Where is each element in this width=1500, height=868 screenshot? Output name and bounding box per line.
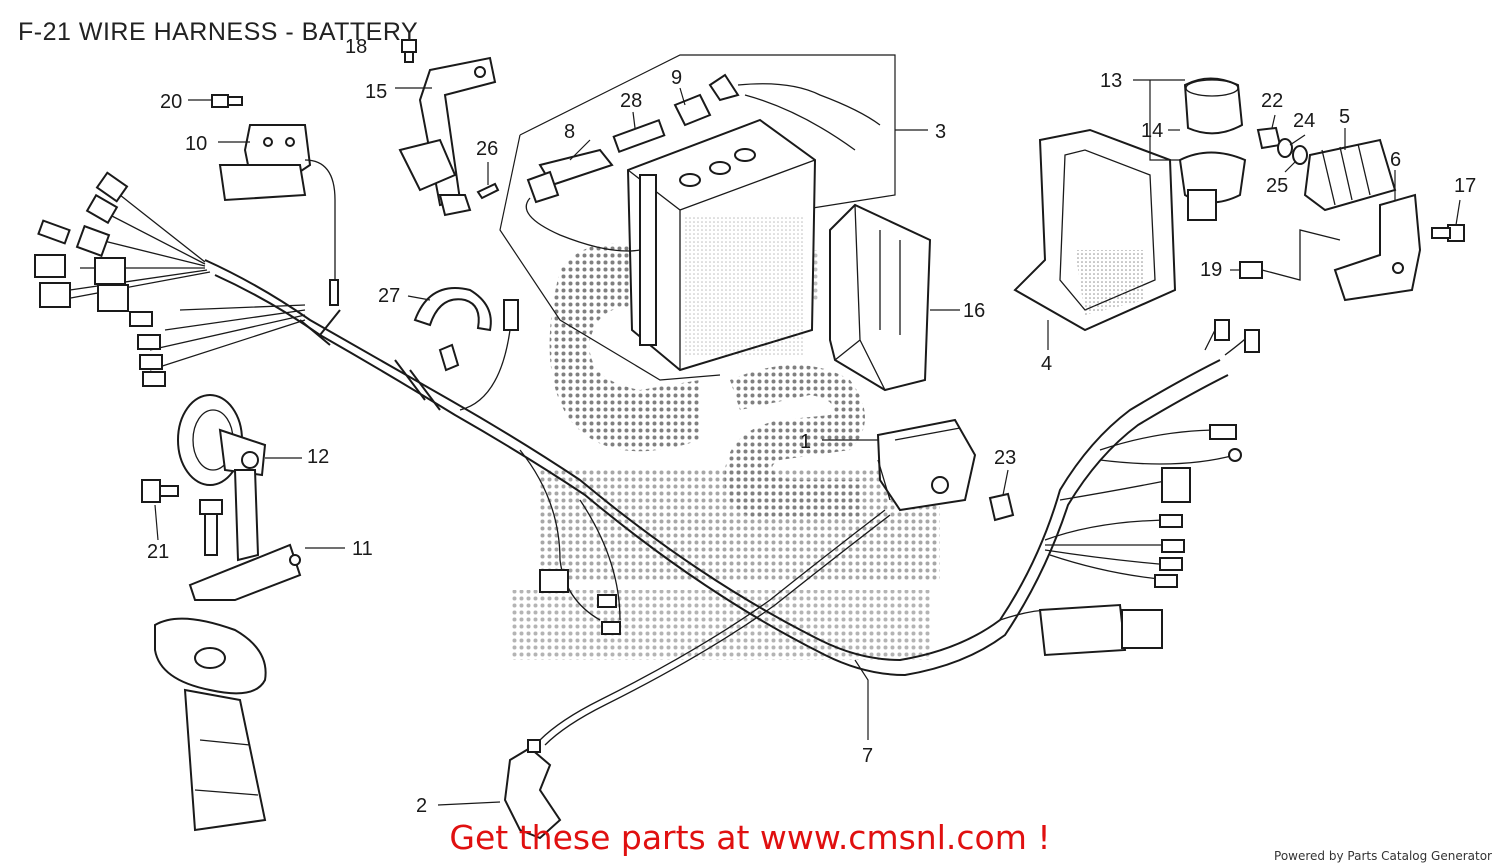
callout-1: 1 <box>800 431 811 453</box>
part-18-screw <box>401 39 417 63</box>
part-11-horn-bracket <box>188 499 302 601</box>
part-23-nut <box>988 492 1015 522</box>
diagram-title: F-21 WIRE HARNESS - BATTERY <box>18 18 419 46</box>
powered-by-text: Powered by Parts Catalog Generator <box>1274 849 1492 863</box>
callout-28: 28 <box>620 90 642 112</box>
callout-25: 25 <box>1266 175 1288 197</box>
callout-17: 17 <box>1454 175 1476 197</box>
callout-27: 27 <box>378 285 400 307</box>
cms-watermark <box>510 243 940 660</box>
intake-manifold <box>154 617 267 832</box>
part-27-clamp <box>413 287 492 372</box>
right-connectors <box>503 299 1260 657</box>
part-1-ignition-coil <box>539 418 977 746</box>
callout-5: 5 <box>1339 106 1350 128</box>
callout-11: 11 <box>352 538 373 560</box>
callout-12: 12 <box>307 446 329 468</box>
callout-13: 13 <box>1100 70 1122 92</box>
callout-8: 8 <box>564 121 575 143</box>
part-21-screw <box>141 479 179 503</box>
promo-link-text[interactable]: Get these parts at www.cmsnl.com ! <box>449 818 1051 857</box>
callout-23: 23 <box>994 447 1016 469</box>
callout-20: 20 <box>160 91 182 113</box>
callout-6: 6 <box>1390 149 1401 171</box>
part-20-screw <box>211 94 243 108</box>
callout-21: 21 <box>147 541 169 563</box>
callout-7: 7 <box>862 745 873 767</box>
part-25-washer <box>1292 145 1308 165</box>
callout-18: 18 <box>345 36 367 58</box>
callout-26: 26 <box>476 138 498 160</box>
callout-14: 14 <box>1141 120 1163 142</box>
part-6-bracket <box>1333 193 1422 302</box>
part-16-battery-cover <box>829 203 932 392</box>
part-3-leader-box <box>499 54 896 381</box>
callout-2: 2 <box>416 795 427 817</box>
part-19-grommet <box>1239 229 1341 281</box>
part-22-nut <box>1256 126 1282 150</box>
battery <box>626 118 817 372</box>
callout-4: 4 <box>1041 353 1052 375</box>
part-26-screw <box>476 182 500 200</box>
callout-24: 24 <box>1293 110 1315 132</box>
leader-lines <box>154 79 1461 806</box>
callout-22: 22 <box>1261 90 1283 112</box>
part-10-bracket <box>218 124 339 306</box>
part-2-plug-cap <box>503 739 562 840</box>
callout-3: 3 <box>935 121 946 143</box>
callout-15: 15 <box>365 81 387 103</box>
part-15-battery-stay <box>398 56 497 217</box>
part-12-horn <box>177 394 267 562</box>
part-5-regulator <box>1303 138 1397 212</box>
part-17-screw <box>1431 224 1465 242</box>
callout-9: 9 <box>671 67 682 89</box>
part-28-fuse <box>612 118 666 154</box>
part-14-relay-holder <box>1178 151 1247 221</box>
callout-labels: 1 2 3 4 5 6 7 8 9 10 11 12 13 14 15 16 1… <box>147 36 1476 817</box>
callout-19: 19 <box>1200 259 1222 281</box>
callout-16: 16 <box>963 300 985 322</box>
part-24-washer <box>1277 138 1293 158</box>
part-8-fuse-holder <box>525 148 641 252</box>
left-connectors <box>34 171 166 387</box>
part-13-relay <box>1183 77 1244 135</box>
part-4-rubber-mount <box>1013 128 1177 332</box>
callout-10: 10 <box>185 133 207 155</box>
